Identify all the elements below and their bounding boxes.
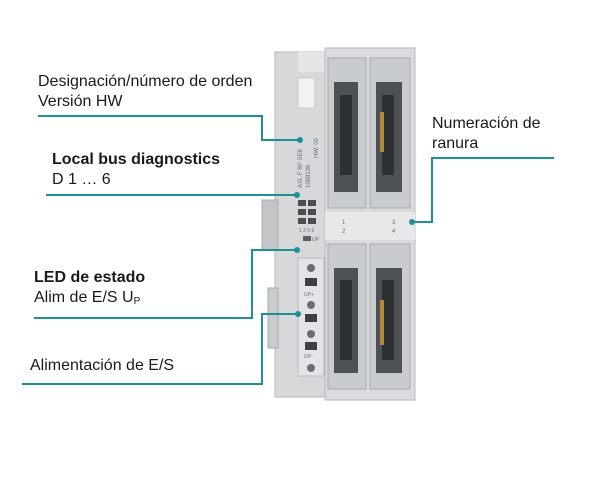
slot-2 [369,57,411,209]
up-led-icon [303,236,311,241]
order-number-marking: 1088136 [306,164,312,188]
slot-3 [327,243,367,390]
slot-numbering-line-1: Numeración de [432,115,541,132]
name-plate [297,77,316,109]
status-led-label: LED de estado Alim de E/S UP [34,268,145,312]
designation-label: Designación/número de orden Versión HW [38,72,252,112]
slot-numbering-label: Numeración de ranura [432,114,541,154]
slot-number-1: 1 [342,220,346,226]
local-bus-label: Local bus diagnostics D 1 … 6 [52,150,220,190]
local-bus-line-1: Local bus diagnostics [52,151,221,168]
hw-version-marking: HW: 00 [314,137,320,158]
status-led-line-1: LED de estado [34,269,146,286]
callout-slot-numbering [412,157,554,223]
slot-numbering-line-2: ranura [432,135,479,152]
callout-status-led [34,249,297,319]
slot-number-2: 2 [342,229,346,235]
designation-line-1: Designación/número de orden [38,73,253,90]
status-led-line-2-text: Alim de E/S U [34,289,134,306]
up-plus-marking: UP+ [304,292,314,298]
status-led-line-2: Alim de E/S UP [34,288,145,312]
local-bus-line-2: D 1 … 6 [52,171,111,188]
slot-4 [369,243,411,390]
diag-numbers: 1 3 5 6 [299,228,315,234]
callout-designation [38,115,300,141]
slot-number-4: 4 [392,229,396,235]
callout-io-supply [22,313,298,385]
up-minus-marking: UP- [304,354,313,360]
up-led-marking: UP [312,237,320,243]
model-marking: AXL F BP SE6 [298,148,304,188]
status-led-subscript: P [133,296,141,307]
designation-line-2: Versión HW [38,93,123,110]
slot-1 [327,57,367,209]
diagnostic-leds [298,200,316,224]
slot-number-3: 3 [392,220,396,226]
io-supply-label: Alimentación de E/S [30,357,175,374]
terminal-block: UP+ UP- [297,257,325,377]
